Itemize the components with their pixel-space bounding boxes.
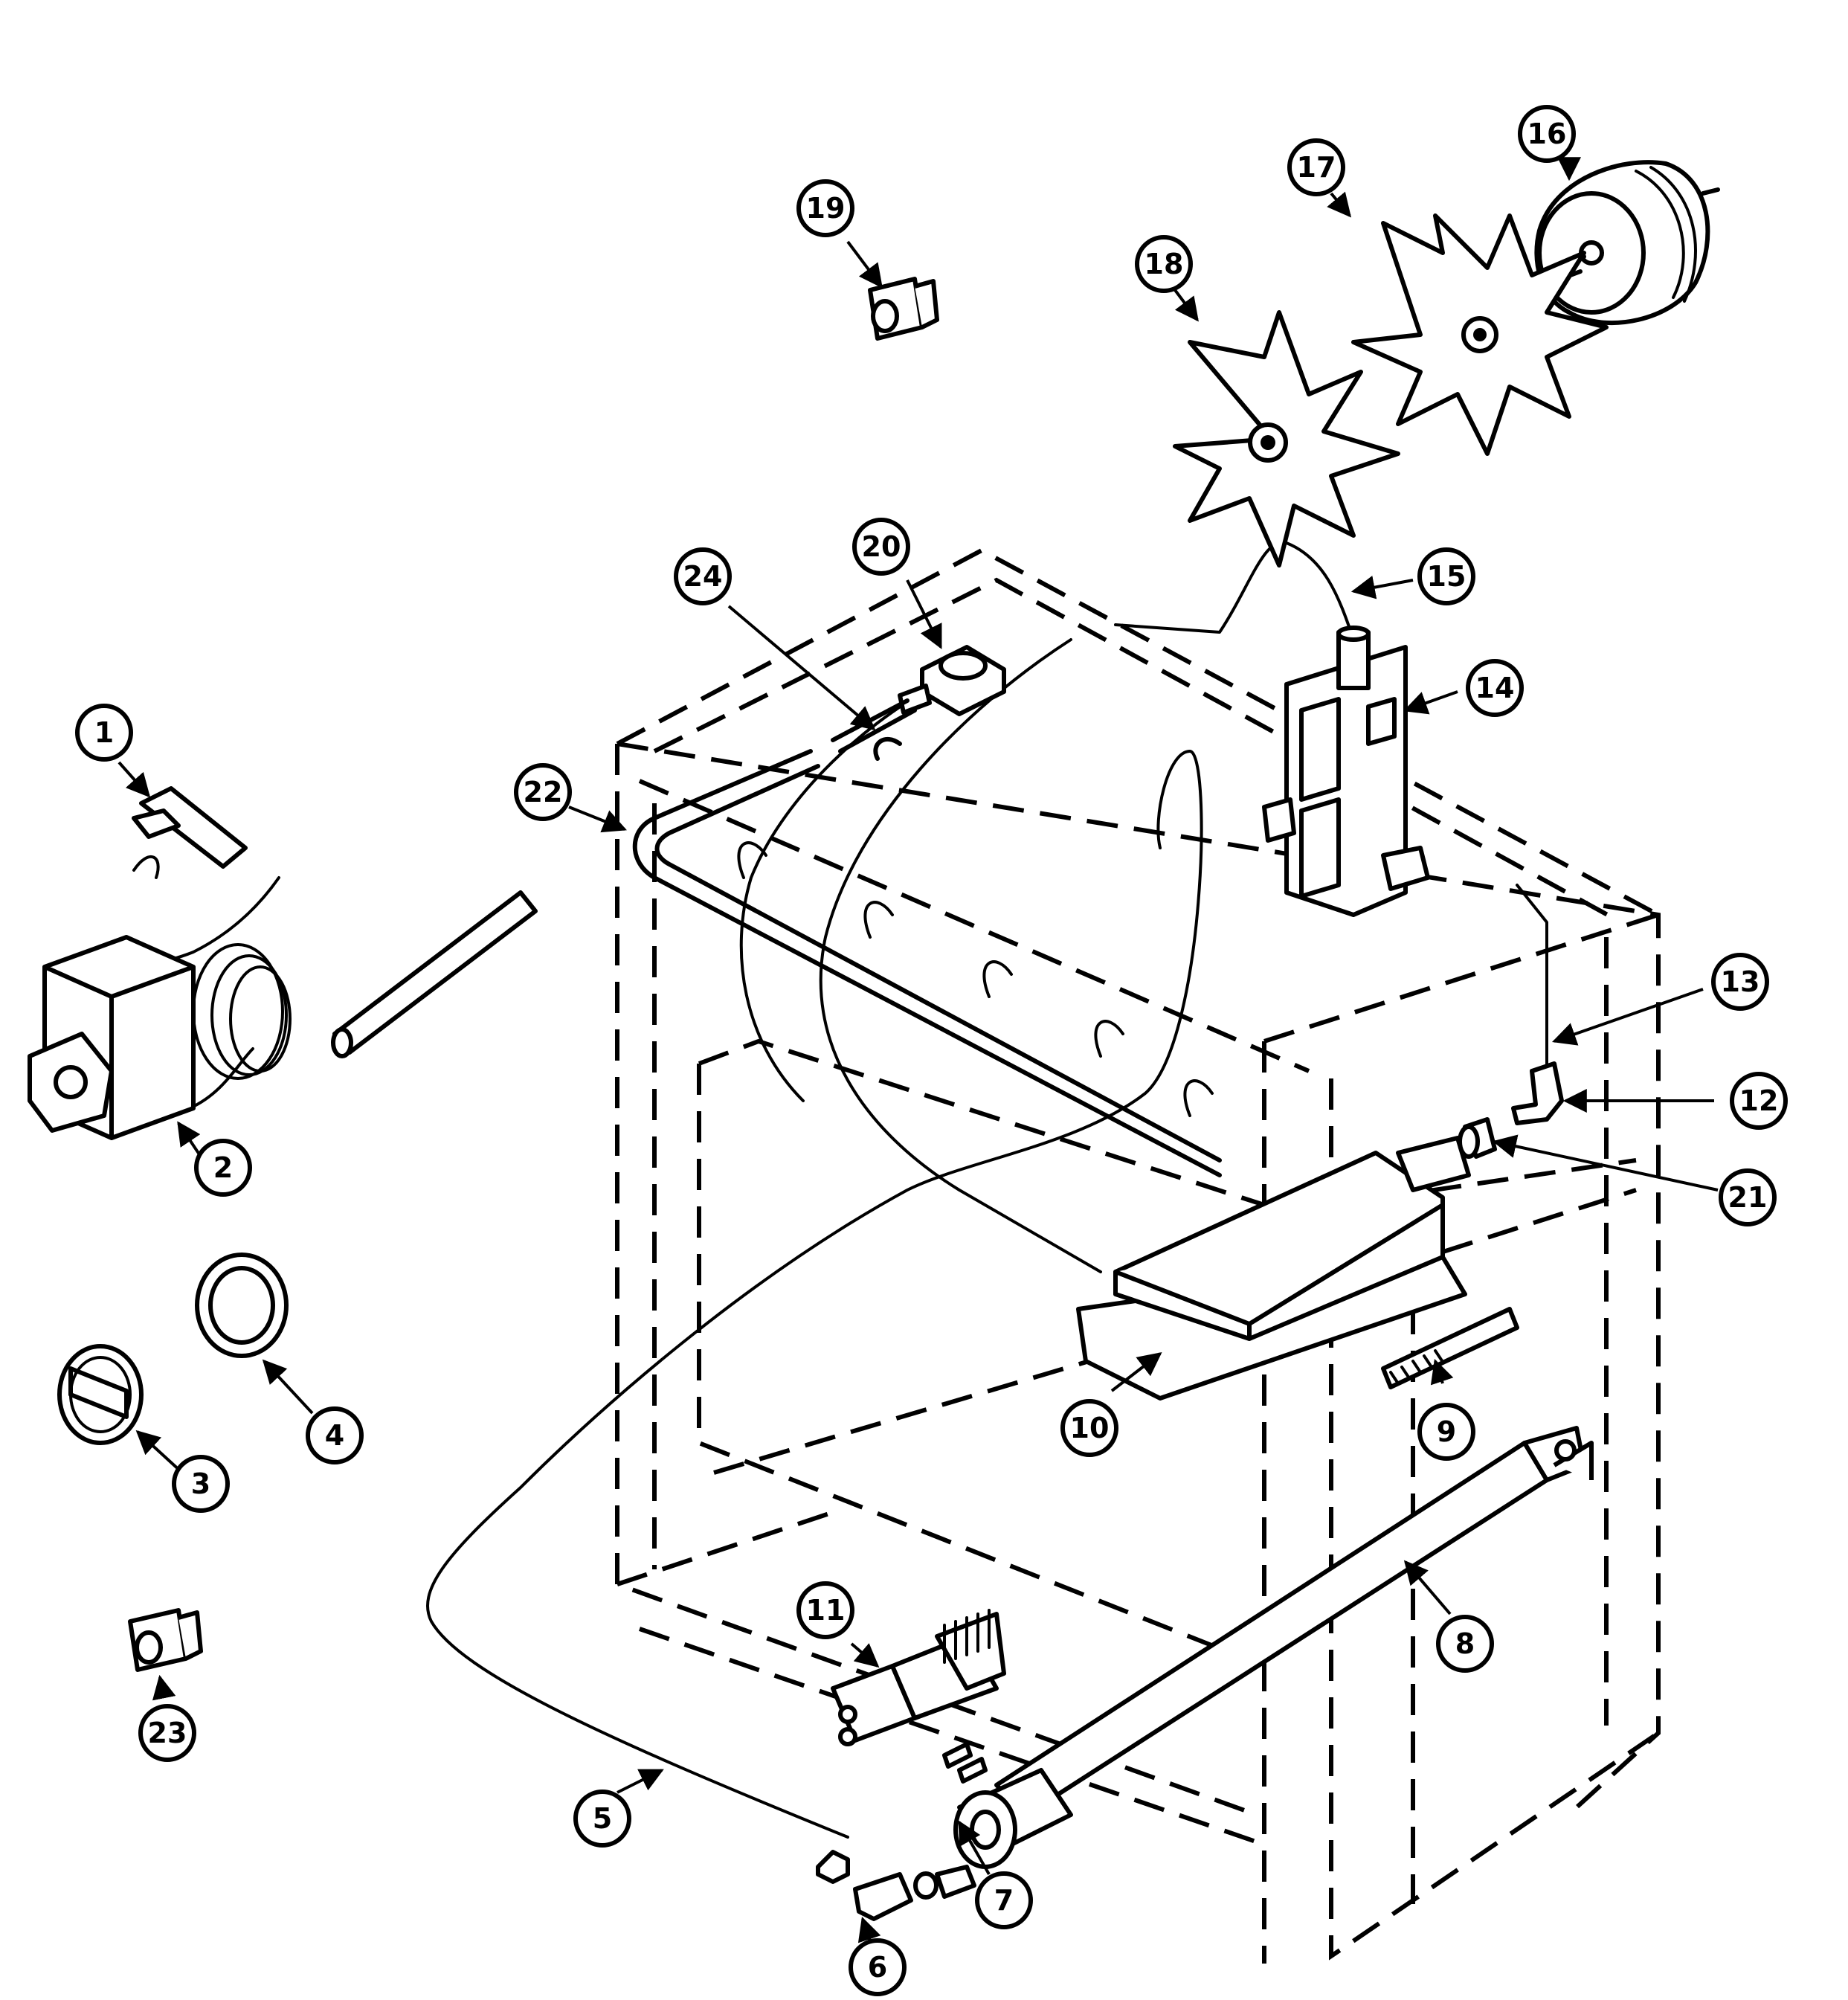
svg-text:20: 20 xyxy=(862,530,901,563)
control-box xyxy=(1076,1136,1471,1401)
svg-text:15: 15 xyxy=(1427,560,1467,593)
callout-20: 20 xyxy=(852,518,910,576)
leader-lines xyxy=(117,157,1719,1943)
orifice-fitting xyxy=(1458,1117,1497,1159)
svg-text:7: 7 xyxy=(994,1884,1014,1917)
rocker-switch-19 xyxy=(868,277,939,341)
svg-text:5: 5 xyxy=(593,1802,612,1835)
svg-text:17: 17 xyxy=(1297,151,1336,184)
callout-1: 1 xyxy=(75,704,133,762)
gas-regulator xyxy=(831,645,1006,761)
callout-14: 14 xyxy=(1466,659,1524,717)
svg-text:21: 21 xyxy=(1728,1181,1768,1214)
callout-23: 23 xyxy=(138,1704,196,1762)
svg-text:18: 18 xyxy=(1144,248,1184,280)
callout-6: 6 xyxy=(849,1938,907,1996)
svg-text:2: 2 xyxy=(213,1151,233,1184)
callout-4: 4 xyxy=(306,1406,364,1464)
svg-text:6: 6 xyxy=(868,1951,887,1984)
svg-text:23: 23 xyxy=(148,1717,187,1749)
thermostat xyxy=(28,890,538,1140)
burner-tube xyxy=(632,749,1222,1177)
fan-blade-rear xyxy=(1351,213,1609,456)
callout-16: 16 xyxy=(1518,105,1576,163)
manifold-pipe xyxy=(953,1426,1594,1869)
callout-24: 24 xyxy=(674,547,732,605)
callout-3: 3 xyxy=(172,1455,230,1513)
callout-11: 11 xyxy=(796,1581,854,1639)
fan-blade-front xyxy=(1173,310,1400,567)
svg-text:11: 11 xyxy=(806,1594,846,1627)
callout-12: 12 xyxy=(1730,1072,1788,1130)
svg-text:16: 16 xyxy=(1527,118,1567,150)
control-knob xyxy=(57,1344,144,1445)
svg-text:1: 1 xyxy=(94,716,114,749)
svg-text:12: 12 xyxy=(1739,1084,1779,1117)
callout-15: 15 xyxy=(1417,547,1475,605)
svg-text:9: 9 xyxy=(1437,1415,1456,1448)
svg-text:8: 8 xyxy=(1455,1627,1475,1660)
callout-18: 18 xyxy=(1135,235,1193,293)
callout-9: 9 xyxy=(1417,1403,1475,1461)
rocker-switch-23 xyxy=(128,1608,203,1672)
wiring xyxy=(95,541,1548,1839)
svg-text:14: 14 xyxy=(1475,672,1515,704)
callout-17: 17 xyxy=(1287,138,1345,196)
elbow-fitting xyxy=(1511,1061,1564,1125)
callout-19: 19 xyxy=(796,179,854,237)
callout-7: 7 xyxy=(975,1871,1033,1929)
svg-text:13: 13 xyxy=(1721,965,1760,998)
svg-text:4: 4 xyxy=(325,1419,344,1452)
svg-text:3: 3 xyxy=(191,1467,210,1500)
callout-5: 5 xyxy=(573,1790,631,1848)
svg-text:24: 24 xyxy=(683,560,723,593)
ignitor-switch xyxy=(132,786,248,879)
callout-21: 21 xyxy=(1719,1168,1777,1226)
callout-13: 13 xyxy=(1711,953,1769,1011)
cabinet-frame xyxy=(615,547,1661,1964)
callout-8: 8 xyxy=(1436,1615,1494,1673)
svg-text:22: 22 xyxy=(524,776,563,808)
convection-motor xyxy=(1519,160,1720,326)
callout-10: 10 xyxy=(1060,1399,1118,1457)
callout-22: 22 xyxy=(514,763,572,821)
terminal-block xyxy=(831,1609,1006,1746)
callout-2: 2 xyxy=(194,1139,252,1197)
ignitor xyxy=(1262,626,1430,917)
fittings-7 xyxy=(913,1865,976,1900)
knob-bezel xyxy=(195,1253,289,1358)
svg-text:10: 10 xyxy=(1070,1412,1110,1444)
bracket xyxy=(1381,1307,1519,1389)
svg-text:19: 19 xyxy=(806,192,846,225)
fittings-6 xyxy=(816,1850,913,1921)
screws xyxy=(942,1742,988,1784)
